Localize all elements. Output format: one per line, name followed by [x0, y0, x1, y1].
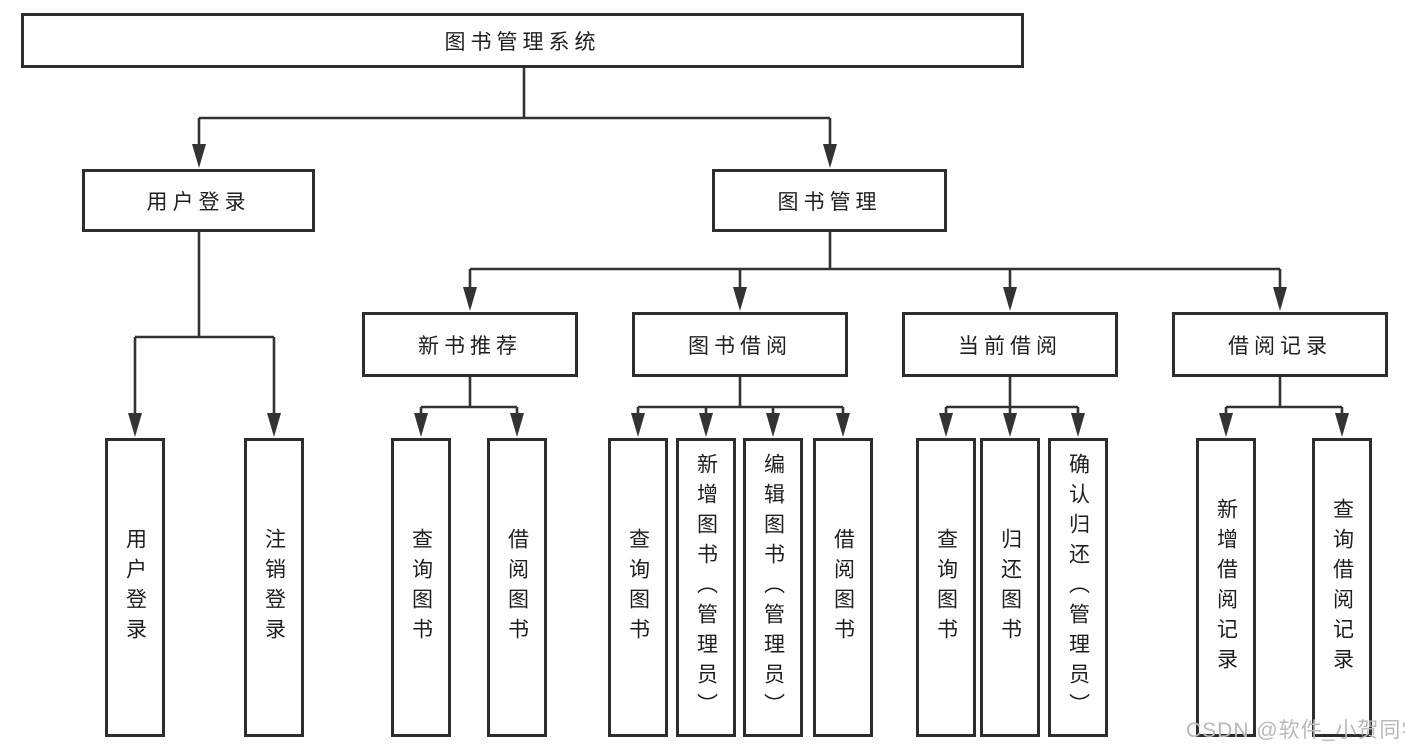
leaf-user-login-label: 用户登录: [123, 527, 147, 648]
node-current-borrow-label: 当前借阅: [958, 334, 1062, 358]
arrowhead-icon: [1335, 413, 1349, 437]
arrowhead-icon: [836, 413, 850, 437]
leaf-query-books-current-label: 查询图书: [934, 527, 958, 648]
node-new-book-recommend-label: 新书推荐: [418, 334, 522, 358]
leaf-query-books-borrow: 查询图书: [608, 438, 668, 737]
leaf-add-borrow-record: 新增借阅记录: [1196, 438, 1256, 737]
arrowhead-icon: [1003, 287, 1017, 311]
arrowhead-icon: [766, 413, 780, 437]
leaf-query-books-borrow-label: 查询图书: [626, 527, 650, 648]
arrowhead-icon: [463, 287, 477, 311]
node-current-borrow: 当前借阅: [902, 312, 1118, 377]
csdn-watermark: CSDN @软件_小贺同学: [1186, 719, 1405, 742]
arrowhead-icon: [1219, 413, 1233, 437]
arrowhead-icon: [192, 144, 206, 168]
arrowhead-icon: [699, 413, 713, 437]
leaf-return-book: 归还图书: [980, 438, 1040, 737]
arrowhead-icon: [823, 144, 837, 168]
leaf-query-books-recommend-label: 查询图书: [409, 527, 433, 648]
arrowhead-icon: [631, 413, 645, 437]
leaf-query-books-recommend: 查询图书: [391, 438, 451, 737]
node-book-management-label: 图书管理: [777, 190, 882, 214]
node-root-label: 图书管理系统: [444, 30, 601, 54]
junction-lines: [135, 68, 1342, 409]
leaf-query-borrow-record: 查询借阅记录: [1312, 438, 1372, 737]
leaf-query-borrow-record-label: 查询借阅记录: [1330, 497, 1354, 678]
leaf-query-books-current: 查询图书: [916, 438, 976, 737]
node-borrow-records-label: 借阅记录: [1228, 334, 1332, 358]
arrowhead-icon: [510, 413, 524, 437]
leaf-borrow-books-recommend: 借阅图书: [487, 438, 547, 737]
node-book-borrow-label: 图书借阅: [688, 334, 792, 358]
arrowhead-icon: [128, 413, 142, 437]
node-borrow-records: 借阅记录: [1172, 312, 1388, 377]
arrow-shafts: [133, 118, 1344, 417]
leaf-confirm-return-admin: 确认归还（管理员）: [1048, 438, 1108, 737]
arrowhead-icon: [1071, 413, 1085, 437]
arrowhead-icon: [1273, 287, 1287, 311]
node-root: 图书管理系统: [21, 13, 1024, 68]
arrowhead-icon: [939, 413, 953, 437]
leaf-logout: 注销登录: [244, 438, 304, 737]
leaf-edit-book-admin-label: 编辑图书（管理员）: [761, 452, 785, 723]
arrowhead-icon: [733, 287, 747, 311]
node-user-login: 用户登录: [82, 169, 315, 232]
leaf-user-login: 用户登录: [105, 438, 165, 737]
leaf-confirm-return-admin-label: 确认归还（管理员）: [1066, 452, 1090, 723]
arrowhead-icon: [1003, 413, 1017, 437]
leaf-add-book-admin-label: 新增图书（管理员）: [694, 452, 718, 723]
leaf-return-book-label: 归还图书: [998, 527, 1022, 648]
leaf-logout-label: 注销登录: [262, 527, 286, 648]
arrow-heads: [128, 144, 1349, 437]
leaf-add-book-admin: 新增图书（管理员）: [676, 438, 736, 737]
leaf-add-borrow-record-label: 新增借阅记录: [1214, 497, 1238, 678]
node-book-management: 图书管理: [712, 169, 947, 232]
node-book-borrow: 图书借阅: [632, 312, 848, 377]
leaf-borrow-books-recommend-label: 借阅图书: [505, 527, 529, 648]
leaf-borrow-books: 借阅图书: [813, 438, 873, 737]
leaf-borrow-books-label: 借阅图书: [831, 527, 855, 648]
node-new-book-recommend: 新书推荐: [362, 312, 578, 377]
node-user-login-label: 用户登录: [146, 190, 251, 214]
arrowhead-icon: [267, 413, 281, 437]
leaf-edit-book-admin: 编辑图书（管理员）: [743, 438, 803, 737]
arrowhead-icon: [414, 413, 428, 437]
